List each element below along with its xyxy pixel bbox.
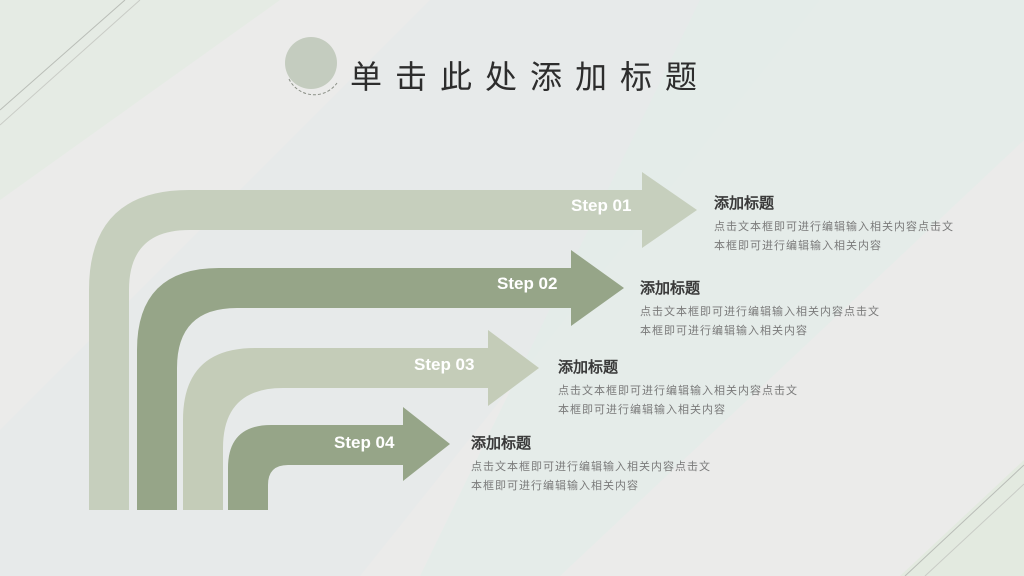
step-04-title[interactable]: 添加标题 bbox=[471, 434, 532, 452]
step-04-label[interactable]: Step 04 bbox=[334, 433, 395, 452]
step-02-arrow bbox=[137, 250, 624, 510]
step-04-textbox[interactable]: 添加标题 点击文本框即可进行编辑输入相关内容点击文本框即可进行编辑输入相关内容 bbox=[471, 432, 721, 495]
page-title[interactable]: 单击此处添加标题 bbox=[350, 58, 711, 96]
title-circle-icon bbox=[285, 37, 338, 96]
step-01-textbox[interactable]: 添加标题 点击文本框即可进行编辑输入相关内容点击文本框即可进行编辑输入相关内容 bbox=[714, 192, 964, 255]
step-02-textbox[interactable]: 添加标题 点击文本框即可进行编辑输入相关内容点击文本框即可进行编辑输入相关内容 bbox=[640, 277, 890, 340]
step-03-title[interactable]: 添加标题 bbox=[558, 358, 619, 376]
step-01-arrow bbox=[89, 172, 697, 510]
step-01-label[interactable]: Step 01 bbox=[571, 196, 632, 215]
step-04-description[interactable]: 点击文本框即可进行编辑输入相关内容点击文本框即可进行编辑输入相关内容 bbox=[471, 460, 711, 492]
step-03-textbox[interactable]: 添加标题 点击文本框即可进行编辑输入相关内容点击文本框即可进行编辑输入相关内容 bbox=[558, 356, 808, 419]
step-02-title[interactable]: 添加标题 bbox=[640, 279, 701, 297]
step-02-label[interactable]: Step 02 bbox=[497, 274, 558, 293]
step-01-description[interactable]: 点击文本框即可进行编辑输入相关内容点击文本框即可进行编辑输入相关内容 bbox=[714, 220, 954, 252]
step-03-arrow bbox=[183, 330, 539, 510]
step-01-title[interactable]: 添加标题 bbox=[714, 194, 775, 212]
step-04-arrow bbox=[228, 407, 450, 510]
step-03-label[interactable]: Step 03 bbox=[414, 355, 475, 374]
step-02-description[interactable]: 点击文本框即可进行编辑输入相关内容点击文本框即可进行编辑输入相关内容 bbox=[640, 305, 880, 337]
step-03-description[interactable]: 点击文本框即可进行编辑输入相关内容点击文本框即可进行编辑输入相关内容 bbox=[558, 384, 798, 416]
